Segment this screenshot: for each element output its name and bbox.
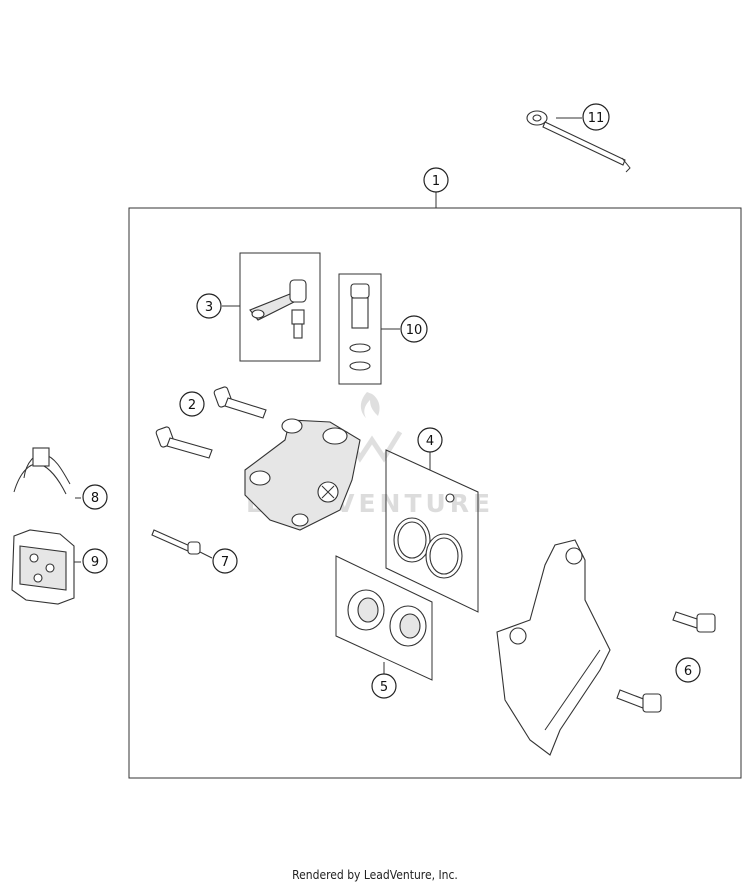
part-11-banjo-fitting	[526, 110, 631, 173]
svg-text:11: 11	[588, 111, 605, 126]
caliper-body	[244, 418, 361, 531]
part-3-bleeder-bracket	[249, 279, 307, 339]
callout-5: 5	[371, 673, 397, 699]
assembly-frame	[128, 207, 742, 779]
svg-text:10: 10	[406, 323, 423, 338]
svg-text:1: 1	[432, 174, 440, 189]
svg-text:5: 5	[380, 680, 388, 695]
callout-10: 10	[400, 315, 428, 343]
callout-3: 3	[196, 293, 222, 319]
part-4-seals	[393, 493, 463, 579]
part-3-box	[239, 252, 321, 362]
svg-text:6: 6	[684, 664, 692, 679]
callout-6: 6	[675, 657, 701, 683]
callout-7: 7	[212, 548, 238, 574]
part-9-brake-pads	[11, 529, 81, 605]
flame-logo-icon	[360, 392, 380, 418]
part-7-pad-pin	[151, 529, 213, 559]
svg-text:7: 7	[221, 555, 229, 570]
part-4-box	[385, 449, 479, 613]
callout-9: 9	[82, 548, 108, 574]
callout-8: 8	[82, 484, 108, 510]
callout-11: 11	[582, 103, 610, 131]
part-2-bolts	[155, 386, 267, 459]
footer-credit: Rendered by LeadVenture, Inc.	[292, 868, 458, 882]
part-5-pistons	[347, 589, 427, 647]
svg-text:3: 3	[205, 300, 213, 315]
svg-text:4: 4	[426, 434, 434, 449]
part-10-piston-seals	[349, 283, 371, 371]
part-8-pad-spring	[13, 447, 81, 499]
part-6-bolts	[616, 611, 716, 713]
callout-2: 2	[179, 391, 205, 417]
callout-4: 4	[417, 427, 443, 453]
svg-text:8: 8	[91, 491, 99, 506]
callout-1: 1	[423, 167, 449, 193]
svg-text:2: 2	[188, 398, 196, 413]
caliper-bracket	[496, 539, 611, 756]
svg-text:9: 9	[91, 555, 99, 570]
part-5-box	[335, 555, 433, 681]
